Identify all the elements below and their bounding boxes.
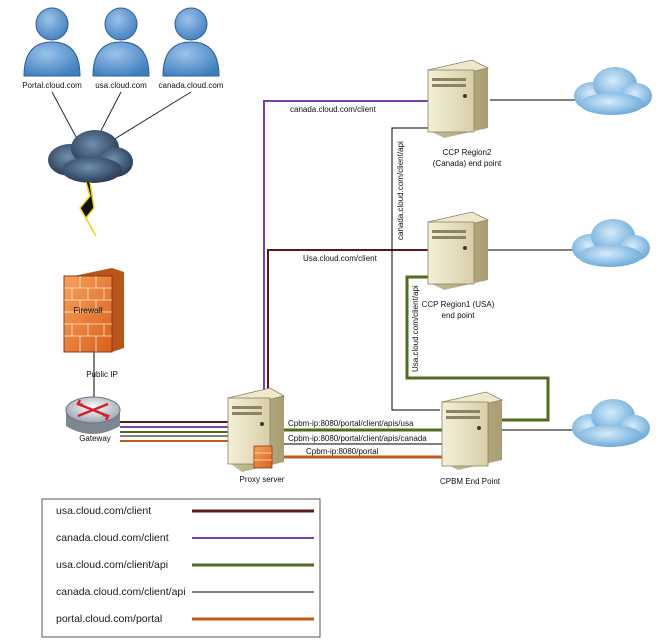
gateway-label: Gateway	[79, 434, 111, 443]
public-ip-label: Public IP	[86, 370, 118, 379]
legend-item: canada.cloud.com/client/api	[56, 586, 314, 598]
proxy-server: Proxy server	[226, 387, 286, 484]
link-label-usa-api: Usa.cloud.com/client/api	[411, 285, 420, 372]
ccp2-label-line1: CCP Region2	[443, 148, 492, 157]
legend-item: usa.cloud.com/client/api	[56, 559, 314, 571]
legend-label: canada.cloud.com/client/api	[56, 586, 186, 598]
cloud-icon	[572, 219, 650, 267]
legend: usa.cloud.com/client canada.cloud.com/cl…	[41, 498, 321, 638]
cloud-icon	[574, 67, 652, 115]
internet-cloud	[48, 91, 192, 237]
user-label: usa.cloud.com	[95, 81, 147, 90]
link-label-canada-client: canada.cloud.com/client	[290, 105, 377, 114]
link-label-cpbm-usa: Cpbm-ip:8080/portal/client/apis/usa	[288, 419, 414, 428]
server-icon	[426, 211, 490, 290]
cpbm-end-point: CPBM End Point	[440, 391, 504, 486]
user-canada: canada.cloud.com	[159, 7, 224, 90]
link-label-usa-client: Usa.cloud.com/client	[303, 254, 378, 263]
link-usa-api	[405, 275, 550, 422]
legend-label: canada.cloud.com/client	[56, 532, 169, 544]
link-canada-api	[391, 127, 440, 411]
cpbm-label: CPBM End Point	[440, 477, 501, 486]
legend-label: portal.cloud.com/portal	[56, 613, 162, 625]
legend-item: portal.cloud.com/portal	[56, 613, 314, 625]
router-icon	[65, 396, 121, 434]
link-label-cpbm-portal: Cpbm-ip:8080/portal	[306, 447, 379, 456]
ccp1-label-line2: end point	[442, 311, 476, 320]
server-icon	[426, 59, 490, 138]
legend-item: usa.cloud.com/client	[56, 505, 314, 517]
storm-cloud-icon	[48, 130, 133, 183]
cloud-ccp1	[572, 219, 650, 267]
ccp-region1: CCP Region1 (USA) end point	[422, 211, 495, 320]
firewall-icon	[63, 268, 124, 353]
legend-label: usa.cloud.com/client	[56, 505, 151, 517]
ccp2-label-line2: (Canada) end point	[433, 159, 502, 168]
link-label-cpbm-canada: Cpbm-ip:8080/portal/client/apis/canada	[288, 434, 427, 443]
server-icon	[440, 391, 504, 470]
legend-item: canada.cloud.com/client	[56, 532, 314, 544]
lightning-icon	[79, 181, 97, 237]
ccp1-label-line1: CCP Region1 (USA)	[422, 300, 495, 309]
user-label: Portal.cloud.com	[22, 81, 82, 90]
user-icon	[92, 7, 150, 77]
legend-label: usa.cloud.com/client/api	[56, 559, 168, 571]
firewall: Firewall	[63, 268, 124, 353]
server-icon	[226, 387, 286, 472]
connections	[93, 99, 578, 459]
cloud-icon	[572, 399, 650, 447]
user-icon	[23, 7, 81, 77]
proxy-label: Proxy server	[240, 475, 285, 484]
firewall-icon	[253, 445, 273, 469]
gateway: Gateway	[65, 396, 121, 443]
user-icon	[162, 7, 220, 77]
user-portal: Portal.cloud.com	[22, 7, 82, 90]
user-label: canada.cloud.com	[159, 81, 224, 90]
ccp-region2: CCP Region2 (Canada) end point	[426, 59, 502, 168]
link-canada-client	[263, 100, 433, 392]
user-usa: usa.cloud.com	[92, 7, 150, 90]
link-label-canada-api: canada.cloud.com/client/api	[396, 141, 405, 240]
cloud-cpbm	[572, 399, 650, 447]
legend-box	[41, 498, 321, 638]
firewall-label: Firewall	[73, 305, 102, 315]
cloud-ccp2	[574, 67, 652, 115]
link-usa-client	[267, 249, 428, 392]
